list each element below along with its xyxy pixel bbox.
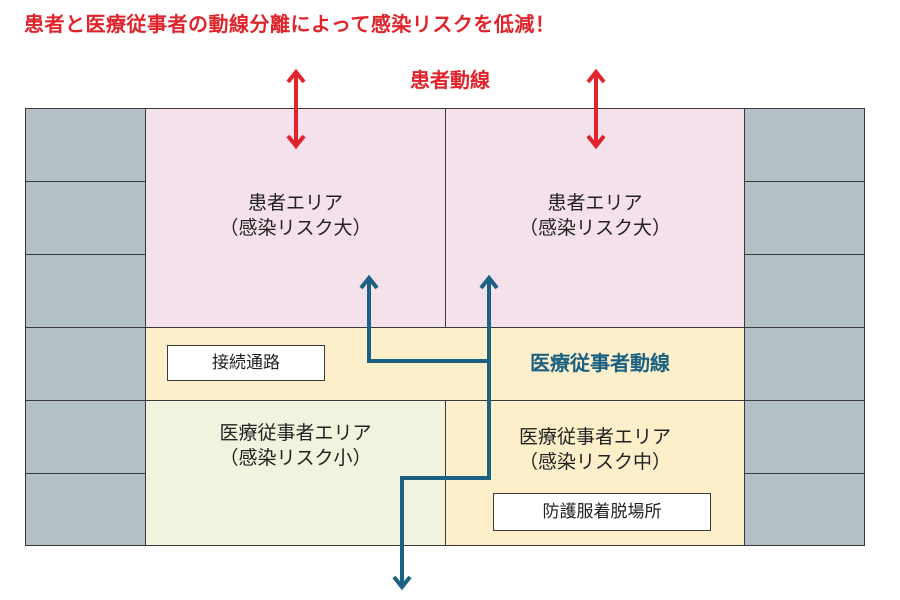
patient-area-right-title: 患者エリア bbox=[547, 192, 643, 214]
right-side-cell bbox=[744, 181, 865, 255]
patient-area-right-risk: （感染リスク大） bbox=[518, 217, 671, 239]
patient-flow-arrow-right bbox=[586, 68, 606, 150]
corridor-label: 接続通路 bbox=[167, 345, 325, 381]
patient-flow-label: 患者動線 bbox=[410, 68, 490, 92]
right-side-cell bbox=[744, 473, 865, 546]
headline: 患者と医療従事者の動線分離によって感染リスクを低減！ bbox=[24, 12, 556, 36]
ppe-room-label: 防護服着脱場所 bbox=[493, 493, 711, 531]
left-side-cell bbox=[25, 473, 146, 546]
staff-area-mid-title: 医療従事者エリア bbox=[518, 426, 671, 448]
left-side-cell bbox=[25, 108, 146, 182]
staff-area-mid-risk: （感染リスク中） bbox=[518, 451, 671, 473]
staff-flow-route bbox=[359, 274, 499, 591]
staff-area-low-risk: （感染リスク小） bbox=[219, 447, 372, 469]
right-side-cell bbox=[744, 108, 865, 182]
patient-flow-arrow-left bbox=[286, 68, 306, 150]
staff-area-low-risk: 医療従事者エリア （感染リスク小） bbox=[145, 400, 446, 546]
staff-flow-label: 医療従事者動線 bbox=[530, 351, 670, 375]
staff-area-low-title: 医療従事者エリア bbox=[219, 422, 372, 444]
right-side-cell bbox=[744, 327, 865, 401]
patient-area-left-title: 患者エリア bbox=[247, 192, 343, 214]
right-side-cell bbox=[744, 400, 865, 474]
patient-area-left-risk: （感染リスク大） bbox=[219, 217, 372, 239]
left-side-cell bbox=[25, 400, 146, 474]
